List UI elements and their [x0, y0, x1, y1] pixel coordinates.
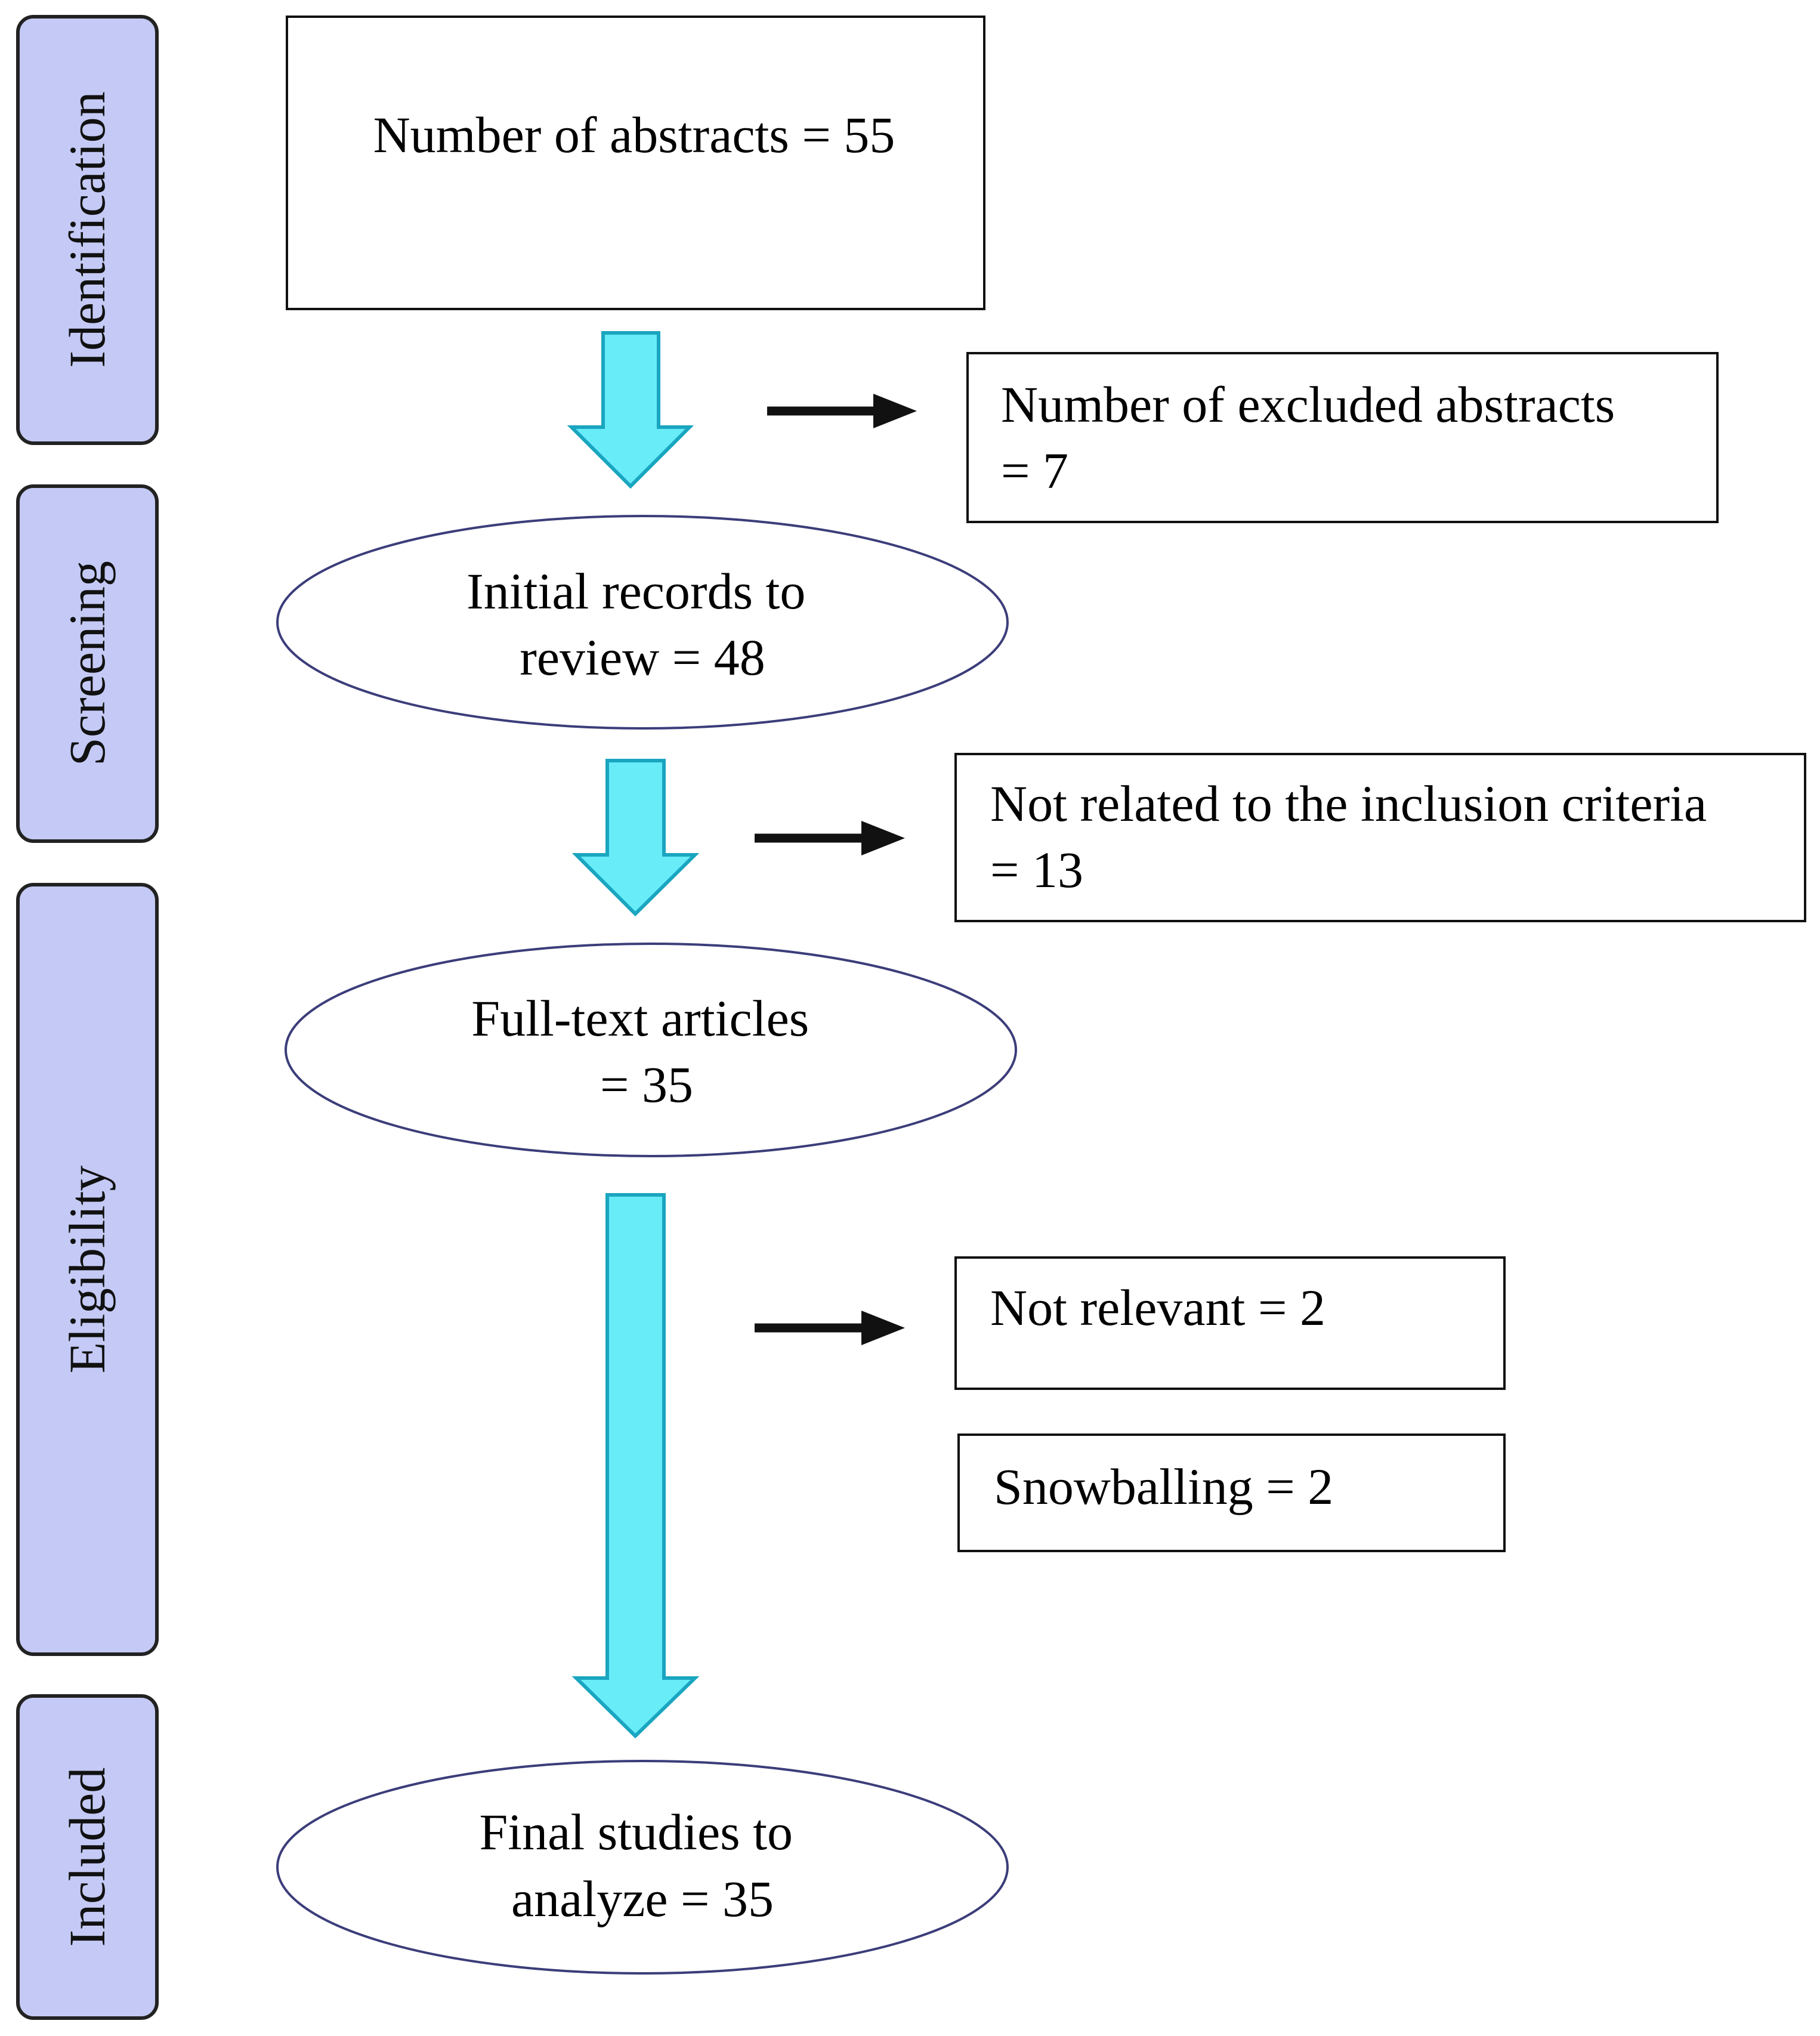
- not-related-line-1: Not related to the inclusion criteria: [990, 775, 1707, 832]
- snowballing-box: [957, 1433, 1506, 1552]
- initial-records-ellipse: [276, 515, 1009, 730]
- svg-text:Final studies to analyze: Final studies to analyze = 35: [479, 1803, 805, 1927]
- phase-eligibility-label: Eligibility: [58, 1166, 116, 1374]
- snowballing-line-1: Snowballing = 2: [994, 1458, 1333, 1515]
- initial-records-line-2: review = 48: [520, 629, 765, 686]
- fulltext-line-2: = 35: [600, 1056, 693, 1113]
- svg-text:Snowballing = 2: Snowballing = 2: [994, 1458, 1333, 1515]
- not-relevant-box: [954, 1256, 1506, 1390]
- exclusion-arrow-3: [755, 1311, 905, 1345]
- exclusion-arrow-1: [767, 394, 917, 428]
- excluded-abstracts-line-1: Number of excluded abstracts: [1001, 376, 1615, 433]
- final-studies-node: Final studies to analyze = 35: [276, 1760, 1009, 1975]
- excluded-abstracts-node: Number of excluded abstracts = 7: [966, 352, 1719, 523]
- not-relevant-line-1: Not relevant = 2: [990, 1279, 1325, 1336]
- flow-arrow-3: [571, 1193, 700, 1739]
- phase-included-label: Included: [58, 1768, 116, 1947]
- initial-records-line-1: Initial records to: [466, 563, 805, 620]
- not-related-box: [954, 753, 1806, 922]
- phase-eligibility: Eligibility: [16, 883, 159, 1656]
- flow-arrow-2: [571, 759, 700, 917]
- exclusion-arrow-2: [755, 821, 905, 855]
- fulltext-ellipse: [285, 943, 1017, 1157]
- final-studies-line-1: Final studies to: [479, 1803, 793, 1861]
- abstracts-line-1: Number of abstracts = 55: [373, 106, 895, 163]
- svg-text:Initial records to revie: Initial records to review = 48: [466, 563, 818, 686]
- phase-identification-label: Identification: [58, 91, 116, 367]
- initial-records-node: Initial records to review = 48: [276, 515, 1009, 730]
- phase-screening: Screening: [16, 484, 159, 843]
- final-studies-ellipse: [276, 1760, 1009, 1975]
- fulltext-node: Full-text articles = 35: [285, 943, 1017, 1157]
- svg-text:Number of abstracts = 55: Number of abstracts = 55: [373, 106, 895, 163]
- abstracts-node: Number of abstracts = 55: [286, 16, 985, 310]
- abstracts-box: [286, 16, 985, 310]
- excluded-abstracts-box: [966, 352, 1719, 523]
- phase-eligibility-bar: [16, 883, 159, 1656]
- excluded-abstracts-line-2: = 7: [1001, 442, 1068, 499]
- not-related-line-2: = 13: [990, 841, 1083, 898]
- phase-identification: Identification: [16, 15, 159, 445]
- svg-text:Not related to the inclusion c: Not related to the inclusion criteria = …: [990, 775, 1720, 898]
- phase-included-bar: [16, 1694, 159, 2020]
- not-related-node: Not related to the inclusion criteria = …: [954, 753, 1806, 922]
- phase-included: Included: [16, 1694, 159, 2020]
- snowballing-node: Snowballing = 2: [957, 1433, 1506, 1552]
- flow-arrow-1: [567, 331, 694, 489]
- not-relevant-node: Not relevant = 2: [954, 1256, 1506, 1390]
- fulltext-line-1: Full-text articles: [471, 990, 809, 1047]
- svg-text:Not relevant = 2: Not relevant = 2: [990, 1279, 1325, 1336]
- svg-text:Number of excluded abstracts: Number of excluded abstracts = 7: [1001, 376, 1628, 499]
- phase-identification-bar: [16, 15, 159, 445]
- final-studies-line-2: analyze = 35: [511, 1870, 774, 1927]
- svg-text:Full-text articles = 35: Full-text articles = 35: [471, 990, 822, 1113]
- phase-screening-bar: [16, 484, 159, 843]
- phase-screening-label: Screening: [58, 561, 116, 766]
